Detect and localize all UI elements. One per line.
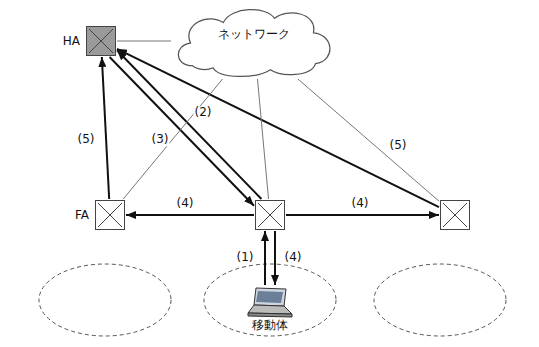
cross-mark xyxy=(441,201,469,229)
network-cloud: ネットワーク xyxy=(172,4,336,78)
home-agent-box: HA xyxy=(86,26,116,56)
step-number: (4) xyxy=(176,197,195,210)
cell-area xyxy=(39,264,171,336)
step-number: (4) xyxy=(284,251,303,264)
step-number: (5) xyxy=(389,139,408,152)
message-arrow xyxy=(264,231,266,285)
cross-mark xyxy=(96,201,124,229)
message-arrow xyxy=(110,57,254,206)
foreign-agent-box: FA xyxy=(95,200,125,230)
mobile-node: 移動体 xyxy=(242,286,298,332)
cell-area xyxy=(204,264,336,336)
message-arrow xyxy=(117,49,439,207)
network-link xyxy=(117,41,171,42)
network-link xyxy=(257,79,268,199)
network-label: ネットワーク xyxy=(172,4,336,78)
cloud-outline xyxy=(172,4,336,78)
message-arrow xyxy=(102,57,109,199)
agent-box xyxy=(440,200,470,230)
agent-box xyxy=(255,200,285,230)
cell-area xyxy=(374,264,506,336)
message-arrow xyxy=(286,214,439,216)
cross-mark xyxy=(256,201,284,229)
network-link xyxy=(298,79,439,201)
mobile-label: 移動体 xyxy=(242,318,298,332)
agent-label: HA xyxy=(63,34,80,48)
step-number: (2) xyxy=(194,106,213,119)
network-link xyxy=(123,79,222,199)
message-arrow xyxy=(117,50,261,199)
cross-mark xyxy=(87,27,115,55)
agent-label: FA xyxy=(75,208,89,222)
step-number: (3) xyxy=(151,133,170,146)
step-number: (1) xyxy=(236,251,255,264)
message-arrow xyxy=(126,214,254,216)
step-number: (4) xyxy=(351,197,370,210)
laptop-icon xyxy=(242,286,298,318)
message-arrow xyxy=(274,231,276,285)
step-number: (5) xyxy=(77,133,96,146)
